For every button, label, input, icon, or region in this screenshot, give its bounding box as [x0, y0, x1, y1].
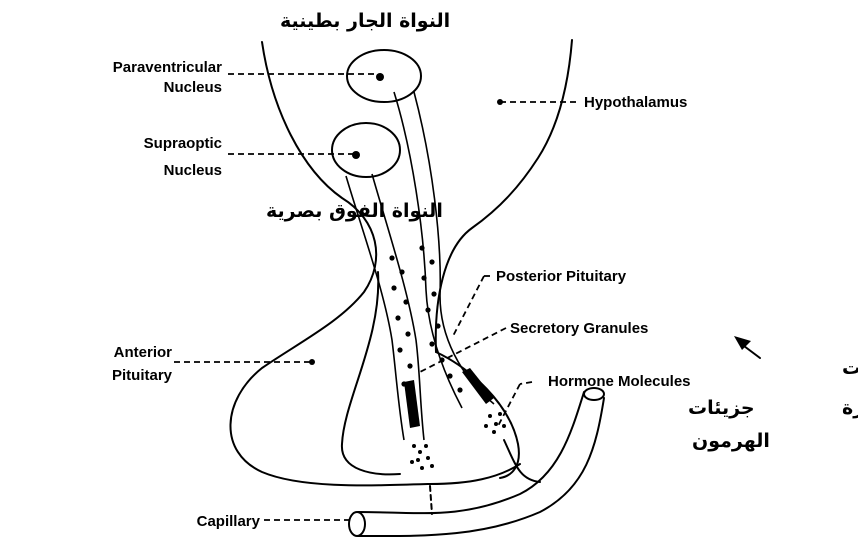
arabic-label-granules-line1: الحبيبات [842, 357, 858, 379]
label-paraventricular-line1: Paraventricular [113, 59, 222, 76]
label-supraoptic-line2: Nucleus [164, 162, 222, 179]
arabic-label-supraoptic: النواة الفوق بصرية [266, 200, 443, 222]
arabic-label-paraventricular: النواة الجار بطينية [280, 10, 450, 32]
label-hypothalamus: Hypothalamus [584, 94, 687, 111]
arabic-label-granules-line2: المفرزة [842, 397, 858, 419]
posterior-pituitary-outline [436, 352, 519, 478]
label-secretory-granules: Secretory Granules [510, 320, 648, 337]
anterior-leader-dot [309, 359, 315, 365]
label-supraoptic-line1: Supraoptic [144, 135, 222, 152]
capillary [349, 388, 604, 536]
label-anterior-line1: Anterior [114, 344, 173, 361]
hypothalamus-leader-dot [497, 99, 503, 105]
paraventricular-nucleus [347, 50, 421, 102]
label-posterior-pituitary: Posterior Pituitary [496, 268, 627, 285]
supraoptic-nucleus-marker [352, 151, 360, 159]
hypothalamus-right-boundary [436, 40, 572, 352]
supraoptic-nucleus [332, 123, 400, 177]
leader-lines [174, 74, 578, 520]
hypothalamus-left-boundary [230, 42, 520, 485]
arabic-pointer-arrow [734, 336, 760, 358]
arabic-label-hormone-line2: الهرمون [692, 430, 770, 452]
label-anterior-line2: Pituitary [112, 367, 173, 384]
paraventricular-nucleus-marker [376, 73, 384, 81]
label-paraventricular-line2: Nucleus [164, 79, 222, 96]
arabic-label-hormone-line1: جزيئات [688, 397, 755, 419]
hormone-molecules [410, 412, 506, 470]
label-capillary: Capillary [197, 513, 261, 530]
label-hormone-molecules: Hormone Molecules [548, 373, 691, 390]
anterior-posterior-boundary [342, 272, 400, 474]
